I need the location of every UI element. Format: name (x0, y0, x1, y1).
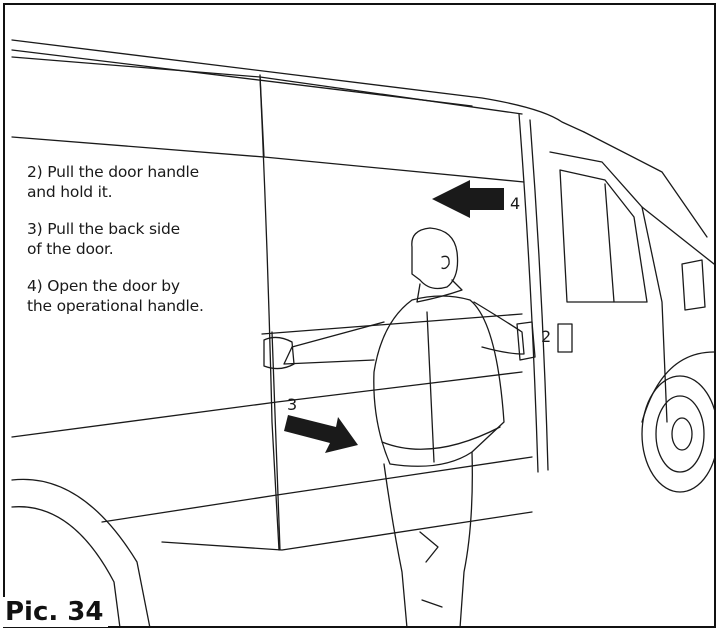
rocker-line (102, 457, 532, 522)
mirror (682, 260, 705, 310)
roof-line (12, 40, 584, 132)
person-leg-crease (420, 532, 438, 562)
person-jacket-back (374, 296, 504, 466)
person-jacket-seam (427, 312, 434, 462)
callout-4: 4 (510, 194, 520, 213)
arrow-3-pull (284, 415, 358, 453)
instruction-step: 3) Pull the back side of the door. (27, 219, 204, 259)
person-jacket-hem (382, 427, 500, 449)
front-wheel-hub (672, 418, 692, 450)
front-wheel-outer (642, 376, 716, 492)
front-window (560, 170, 647, 302)
callout-2: 2 (541, 327, 551, 346)
front-wheel-rim (656, 396, 704, 472)
window-divider (605, 184, 614, 302)
b-pillar (519, 114, 538, 472)
figure-caption: Pic. 34 (3, 597, 108, 627)
front-door-frame (550, 152, 667, 422)
sliding-door-edge (260, 77, 279, 550)
person-leg-crease-2 (422, 600, 442, 607)
rain-gutter (12, 57, 522, 114)
arrow-4-open (432, 180, 504, 218)
b-pillar-inner (530, 120, 548, 470)
front-door-handle (558, 324, 572, 352)
person-left-leg (384, 464, 407, 628)
bottom-sill (162, 512, 532, 550)
person-ear (442, 256, 449, 268)
person-head (412, 228, 458, 288)
person-right-arm (474, 302, 524, 354)
instructions-block: 2) Pull the door handle and hold it. 3) … (27, 162, 204, 333)
figure-frame: 4 3 2 2) Pull the door handle and hold i… (3, 3, 716, 628)
instruction-step: 2) Pull the door handle and hold it. (27, 162, 204, 202)
lower-body-line (12, 372, 522, 437)
instruction-step: 4) Open the door by the operational hand… (27, 276, 204, 316)
callout-3: 3 (287, 395, 297, 414)
person-right-leg (460, 452, 472, 628)
